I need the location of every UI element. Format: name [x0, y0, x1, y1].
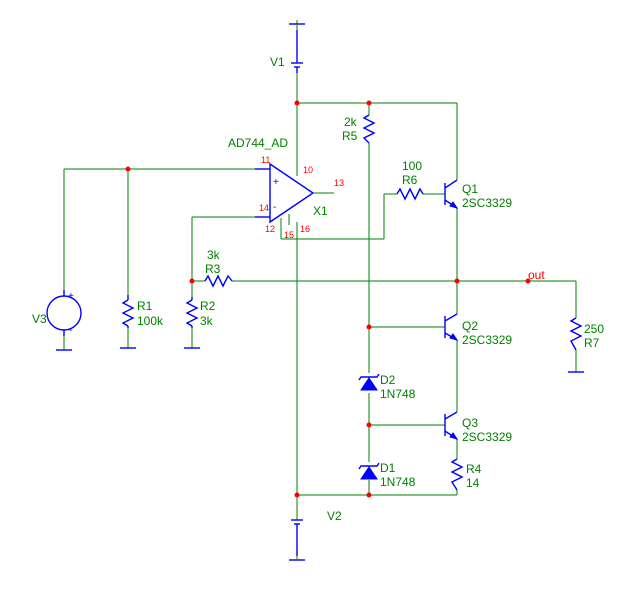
- q3-label: Q3: [462, 416, 478, 430]
- r4-value: 14: [466, 476, 480, 490]
- battery-v1-symbol: [289, 20, 305, 73]
- r1-value: 100k: [137, 314, 164, 328]
- r3-label: R3: [205, 262, 221, 276]
- resistor-r2-symbol: [184, 297, 200, 349]
- transistor-q1-symbol: [444, 179, 459, 209]
- r6-label: R6: [402, 173, 418, 187]
- zener-diode-d1-symbol: [358, 462, 380, 480]
- r7-label: R7: [584, 336, 600, 350]
- x1-pin-11: 11: [261, 155, 270, 165]
- q1-model: 2SC3329: [462, 196, 512, 210]
- voltage-source-v3-symbol: [46, 290, 82, 351]
- v3-plus-sign: +: [68, 291, 74, 302]
- v3-minus-sign: -: [69, 325, 72, 336]
- x1-pin-13: 13: [334, 178, 344, 188]
- d1-model: 1N748: [380, 475, 416, 489]
- x1-pin-14: 14: [259, 203, 269, 213]
- q1-label: Q1: [462, 182, 478, 196]
- x1-minus-sign: -: [273, 202, 276, 213]
- x1-plus-sign: +: [273, 177, 279, 188]
- d2-label: D2: [380, 373, 396, 387]
- resistor-r3-symbol: [204, 274, 233, 288]
- d2-model: 1N748: [380, 387, 416, 401]
- v3-label: V3: [32, 312, 47, 326]
- resistor-r1-symbol: [120, 295, 136, 349]
- x1-pin-12: 12: [265, 224, 275, 234]
- battery-v2-symbol: [289, 519, 305, 561]
- r5-value: 2k: [344, 115, 358, 129]
- r6-value: 100: [402, 159, 422, 173]
- x1-pin-10: 10: [303, 165, 313, 175]
- x1-pin-16: 16: [300, 224, 310, 234]
- r3-value: 3k: [207, 248, 221, 262]
- x1-model: AD744_AD: [228, 136, 288, 150]
- q3-model: 2SC3329: [462, 430, 512, 444]
- x1-label: X1: [313, 204, 328, 218]
- d1-label: D1: [380, 461, 396, 475]
- wires: [63, 73, 577, 520]
- r7-value: 250: [584, 322, 604, 336]
- junction-dots: [125, 100, 531, 498]
- resistor-r4-symbol: [450, 458, 464, 491]
- q2-model: 2SC3329: [462, 333, 512, 347]
- v1-label: V1: [270, 55, 285, 69]
- zener-diode-d2-symbol: [358, 373, 380, 391]
- resistor-r5-symbol: [362, 114, 376, 144]
- r2-label: R2: [200, 299, 216, 313]
- r4-label: R4: [466, 462, 482, 476]
- resistor-r6-symbol: [396, 187, 424, 201]
- r2-value: 3k: [200, 314, 214, 328]
- transistor-q2-symbol: [444, 313, 459, 341]
- r1-label: R1: [137, 299, 153, 313]
- transistor-q3-symbol: [444, 411, 459, 440]
- opamp-x1-symbol: [255, 162, 315, 224]
- x1-pin-15: 15: [284, 230, 294, 240]
- resistor-r7-symbol: [568, 317, 584, 373]
- r5-label: R5: [342, 129, 358, 143]
- net-label-out: out: [528, 268, 545, 282]
- v2-label: V2: [327, 509, 342, 523]
- q2-label: Q2: [462, 319, 478, 333]
